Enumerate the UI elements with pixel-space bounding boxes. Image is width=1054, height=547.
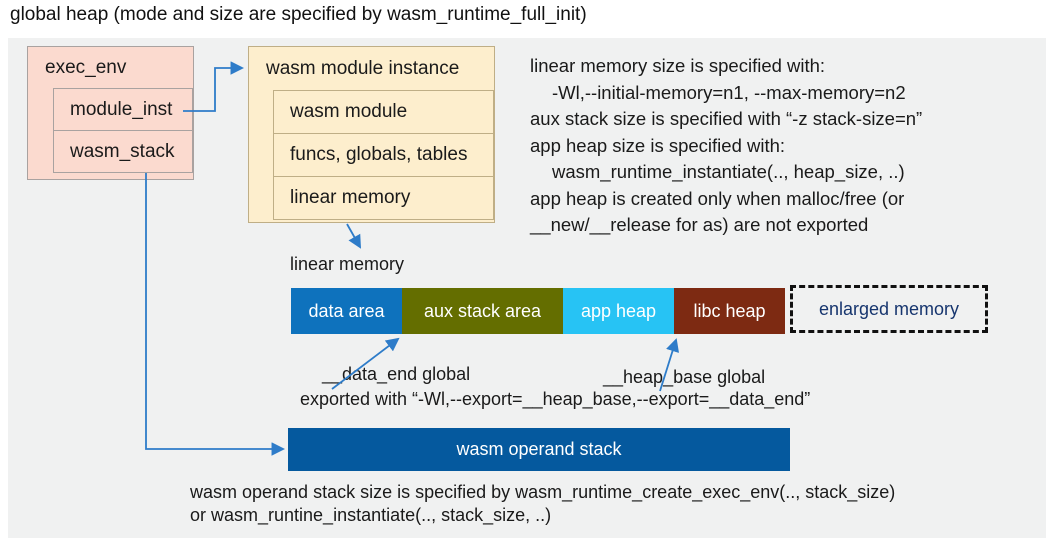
note-line: app heap size is specified with:: [530, 134, 786, 156]
exec-env-row-wasm-stack: wasm_stack: [53, 130, 193, 173]
wasm-operand-stack-box: wasm operand stack: [288, 428, 790, 471]
note-line: wasm_runtime_instantiate(.., heap_size, …: [552, 161, 905, 182]
segment-data-area: data area: [291, 288, 402, 334]
data-end-global-label: __data_end global: [322, 364, 471, 384]
heap-base-global-label: __heap_base global: [603, 367, 766, 387]
module-instance-rows: wasm module funcs, globals, tables linea…: [273, 90, 494, 220]
diagram-panel: exec_env module_inst wasm_stack wasm mod…: [8, 38, 1046, 538]
notes-block: linear memory size is specified with: -W…: [530, 53, 1035, 239]
export-flags-label: exported with “-Wl,--export=__heap_base,…: [300, 389, 811, 409]
note-line: linear memory size is specified with:: [530, 55, 826, 76]
module-instance-row-linear-memory: linear memory: [273, 176, 494, 220]
note-line: __new/__release for as) are not exported: [530, 214, 869, 235]
module-instance-row-wasm-module: wasm module: [273, 90, 494, 134]
exec-env-box: exec_env module_inst wasm_stack: [27, 46, 194, 180]
module-instance-row-funcs-globals-tables: funcs, globals, tables: [273, 133, 494, 177]
operand-stack-caption-line2: or wasm_runtine_instantiate(.., stack_si…: [190, 505, 552, 525]
linear-memory-bar: data area aux stack area app heap libc h…: [291, 288, 785, 334]
segment-aux-stack-area: aux stack area: [402, 288, 563, 334]
operand-stack-caption-line1: wasm operand stack size is specified by …: [190, 482, 896, 502]
segment-app-heap: app heap: [563, 288, 674, 334]
arrow-linear-memory-row-to-bar-label: [346, 223, 361, 249]
linear-memory-label: linear memory: [290, 254, 405, 274]
note-line: aux stack size is specified with “-z sta…: [530, 108, 923, 129]
module-instance-box: wasm module instance wasm module funcs, …: [248, 46, 495, 223]
exec-env-rows: module_inst wasm_stack: [53, 88, 193, 173]
note-line: -Wl,--initial-memory=n1, --max-memory=n2: [552, 81, 906, 103]
note-line: app heap is created only when malloc/fre…: [530, 187, 905, 209]
page-title: global heap (mode and size are specified…: [10, 4, 587, 25]
segment-libc-heap: libc heap: [674, 288, 785, 334]
segment-enlarged-memory: enlarged memory: [790, 285, 988, 333]
exec-env-row-module-inst: module_inst: [53, 88, 193, 131]
exec-env-title: exec_env: [45, 57, 127, 78]
module-instance-title: wasm module instance: [266, 58, 460, 79]
